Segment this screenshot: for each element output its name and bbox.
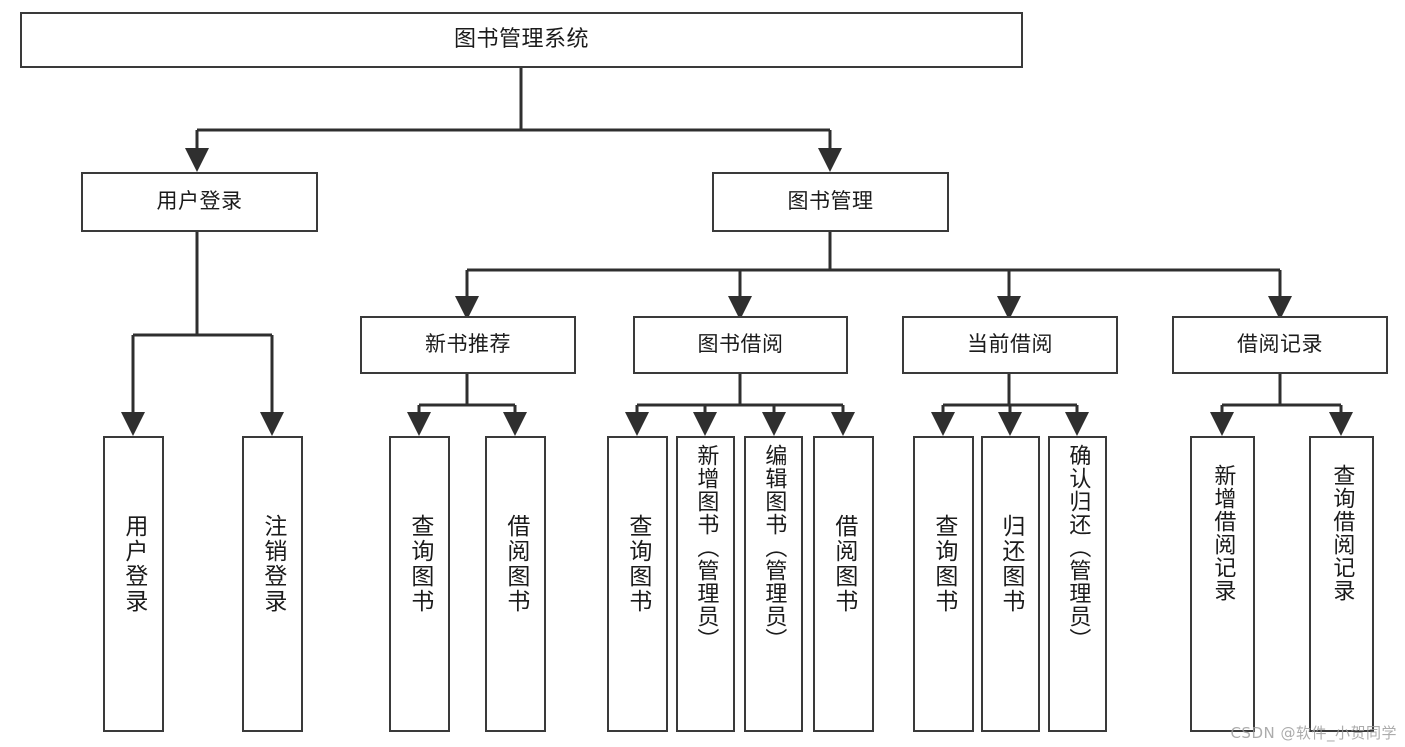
node-current-borrow[interactable]: 当前借阅 — [902, 316, 1118, 374]
leaf-borrow-book-2[interactable]: 借阅图书 — [813, 436, 874, 732]
leaf-borrow-book-1[interactable]: 借阅图书 — [485, 436, 546, 732]
leaf-query-book-2[interactable]: 查询图书 — [607, 436, 668, 732]
leaf-logout-login[interactable]: 注销登录 — [242, 436, 303, 732]
leaf-add-book-label: 新增图书（管理员） — [693, 444, 719, 651]
node-book-manage-label: 图书管理 — [787, 189, 874, 214]
leaf-confirm-return-label: 确认归还（管理员） — [1065, 444, 1091, 651]
node-book-borrow-label: 图书借阅 — [697, 332, 784, 357]
node-current-borrow-label: 当前借阅 — [967, 332, 1053, 357]
node-root-system-label: 图书管理系统 — [453, 26, 589, 52]
leaf-query-book-2-label: 查询图书 — [624, 514, 651, 614]
leaf-add-record-label: 新增借阅记录 — [1210, 464, 1236, 602]
leaf-return-book[interactable]: 归还图书 — [981, 436, 1040, 732]
leaf-user-login-label: 用户登录 — [120, 514, 147, 614]
leaf-borrow-book-2-label: 借阅图书 — [830, 514, 857, 614]
node-borrow-record[interactable]: 借阅记录 — [1172, 316, 1388, 374]
csdn-watermark: CSDN @软件_小贺同学 — [1230, 724, 1397, 742]
leaf-confirm-return[interactable]: 确认归还（管理员） — [1048, 436, 1107, 732]
leaf-query-record-label: 查询借阅记录 — [1329, 464, 1355, 602]
node-user-login-label: 用户登录 — [156, 189, 243, 214]
node-new-book-recommend[interactable]: 新书推荐 — [360, 316, 576, 374]
leaf-edit-book[interactable]: 编辑图书（管理员） — [744, 436, 803, 732]
leaf-add-book[interactable]: 新增图书（管理员） — [676, 436, 735, 732]
node-book-manage[interactable]: 图书管理 — [712, 172, 949, 232]
leaf-borrow-book-1-label: 借阅图书 — [502, 514, 529, 614]
leaf-logout-login-label: 注销登录 — [259, 514, 286, 614]
node-borrow-record-label: 借阅记录 — [1237, 332, 1323, 357]
leaf-query-book-1[interactable]: 查询图书 — [389, 436, 450, 732]
leaf-add-record[interactable]: 新增借阅记录 — [1190, 436, 1255, 732]
node-user-login[interactable]: 用户登录 — [81, 172, 318, 232]
leaf-edit-book-label: 编辑图书（管理员） — [761, 444, 787, 651]
leaf-user-login[interactable]: 用户登录 — [103, 436, 164, 732]
node-root-system[interactable]: 图书管理系统 — [20, 12, 1023, 68]
leaf-return-book-label: 归还图书 — [997, 514, 1024, 614]
leaf-query-record[interactable]: 查询借阅记录 — [1309, 436, 1374, 732]
node-book-borrow[interactable]: 图书借阅 — [633, 316, 848, 374]
leaf-query-book-1-label: 查询图书 — [406, 514, 433, 614]
leaf-query-book-3-label: 查询图书 — [930, 514, 957, 614]
leaf-query-book-3[interactable]: 查询图书 — [913, 436, 974, 732]
node-new-book-recommend-label: 新书推荐 — [425, 332, 511, 357]
